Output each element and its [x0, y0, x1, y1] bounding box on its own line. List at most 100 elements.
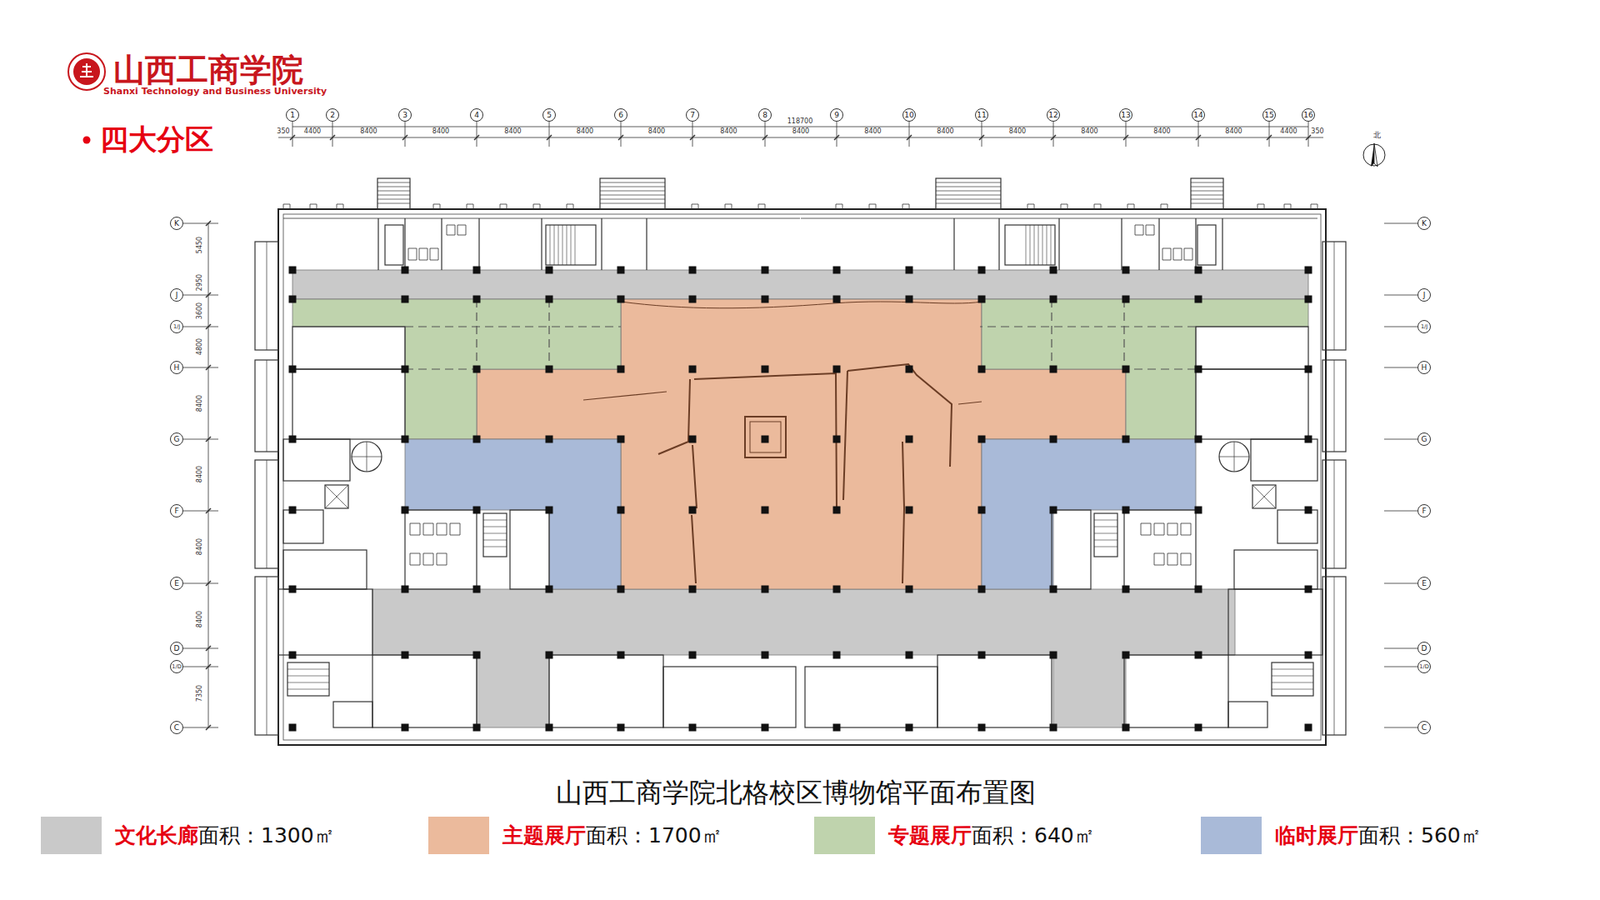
dimension-tick — [1266, 135, 1272, 140]
logo-english: Shanxi Technology and Business Universit… — [103, 86, 327, 98]
display-wall — [847, 364, 952, 467]
dimension: 3600 — [195, 302, 204, 320]
area-value: 面积：560㎡ — [1358, 821, 1482, 850]
legend-swatch — [428, 816, 490, 855]
dimension: 7350 — [195, 685, 204, 702]
axis-tick — [1384, 223, 1418, 225]
axis-number: 2 — [330, 111, 335, 120]
dimension-tick — [205, 725, 211, 730]
axis-tick — [183, 583, 219, 585]
legend-swatch — [814, 816, 875, 855]
dimension-tick — [762, 135, 768, 140]
dimension: 8400 — [1009, 127, 1026, 135]
dimension-tick — [834, 135, 840, 140]
axis-bubble: J — [170, 288, 184, 302]
dimension-tick — [1305, 135, 1311, 140]
legend-text: 临时展厅 — [1275, 821, 1359, 850]
axis-bubble: 10 — [902, 108, 916, 122]
axis-letter: H — [1421, 364, 1428, 372]
dimension: 8400 — [576, 127, 594, 135]
axis-bubble: 6 — [614, 108, 628, 122]
dimension: 350 — [1310, 127, 1324, 135]
zone-corridor — [372, 589, 1235, 728]
axis-tick — [692, 121, 694, 147]
display-wall — [658, 379, 690, 455]
axis-letter: 1/J — [1420, 324, 1428, 330]
north-label: 北 — [1373, 130, 1381, 140]
dimension-tick — [205, 508, 211, 514]
axis-letter: F — [1421, 507, 1426, 515]
dimension: 2950 — [195, 274, 204, 291]
dimension-tick — [330, 135, 335, 140]
axis-bubble: 12 — [1046, 108, 1060, 122]
axis-letter: C — [1421, 724, 1427, 732]
legend-swatch — [1200, 816, 1262, 855]
dimension: 8400 — [1080, 127, 1098, 135]
axis-bubble: F — [1417, 504, 1431, 518]
axis-number: 9 — [834, 111, 840, 120]
dimension: 8400 — [195, 395, 204, 412]
dimension-tick — [205, 220, 211, 226]
emblem-ring — [68, 53, 105, 90]
axis-tick — [183, 666, 219, 668]
axis-tick — [405, 121, 406, 147]
axis-bubble: 1/J — [1417, 320, 1431, 334]
dimension: 8400 — [195, 610, 204, 628]
axis-tick — [476, 121, 478, 147]
dimension-tick — [546, 135, 552, 140]
axis-bubble: 8 — [758, 108, 772, 122]
axis-tick — [332, 121, 334, 147]
dimension-tick — [1050, 135, 1056, 140]
dimension: 8400 — [1225, 127, 1242, 135]
axis-number: 13 — [1120, 111, 1130, 120]
dimension-tick — [402, 135, 408, 140]
axis-tick — [1198, 121, 1200, 147]
dimension: 4400 — [1280, 127, 1297, 135]
axis-letter: K — [174, 220, 180, 228]
dimension-tick — [205, 324, 211, 330]
axis-bubble: F — [170, 504, 184, 518]
emblem-core — [73, 58, 100, 85]
axis-bubble: E — [1417, 576, 1431, 590]
axis-tick — [1384, 439, 1418, 440]
axis-tick — [1384, 367, 1418, 369]
axis-tick — [549, 121, 550, 147]
axis-bubble: 1/D — [170, 660, 184, 674]
axis-tick — [1053, 121, 1055, 147]
zone-corridor — [292, 270, 1309, 300]
display-wall — [843, 370, 848, 500]
axis-bubble: 9 — [830, 108, 844, 122]
axis-letter: E — [174, 580, 180, 588]
axis-letter: K — [1421, 220, 1427, 228]
dimension-tick — [690, 135, 695, 140]
logo-text: 山西工商学院 — [113, 51, 304, 89]
dimension: 8400 — [864, 127, 881, 135]
axis-tick — [1125, 121, 1127, 147]
axis-letter: C — [174, 724, 180, 732]
axis-tick — [836, 121, 838, 147]
wall-right — [800, 178, 1346, 735]
axis-tick — [1384, 727, 1418, 729]
axis-number: 1 — [290, 111, 295, 120]
north-needle — [1374, 143, 1378, 167]
axis-letter: E — [1421, 580, 1427, 588]
axis-number: 11 — [976, 111, 986, 120]
axis-tick — [981, 121, 983, 147]
axis-number: 7 — [690, 111, 695, 120]
dimension-lines — [183, 121, 1418, 730]
axis-bubble: 1/J — [170, 320, 184, 334]
axis-bubble: G — [1417, 432, 1431, 446]
axis-bubble: D — [170, 641, 184, 655]
legend-swatch — [40, 816, 102, 855]
axis-bubble: 3 — [398, 108, 412, 122]
axis-number: 5 — [546, 111, 552, 120]
axis-bubble: 1 — [285, 108, 300, 122]
caption: 山西工商学院北格校区博物馆平面布置图 — [555, 777, 1036, 809]
axis-bubble: E — [170, 576, 184, 590]
axis-bubble: 4 — [470, 108, 484, 122]
axis-number: 8 — [762, 111, 768, 120]
axis-tick — [1384, 583, 1418, 585]
dimension-tick — [205, 365, 211, 370]
inner-wall — [283, 214, 1321, 740]
dimension: 8400 — [360, 127, 377, 135]
